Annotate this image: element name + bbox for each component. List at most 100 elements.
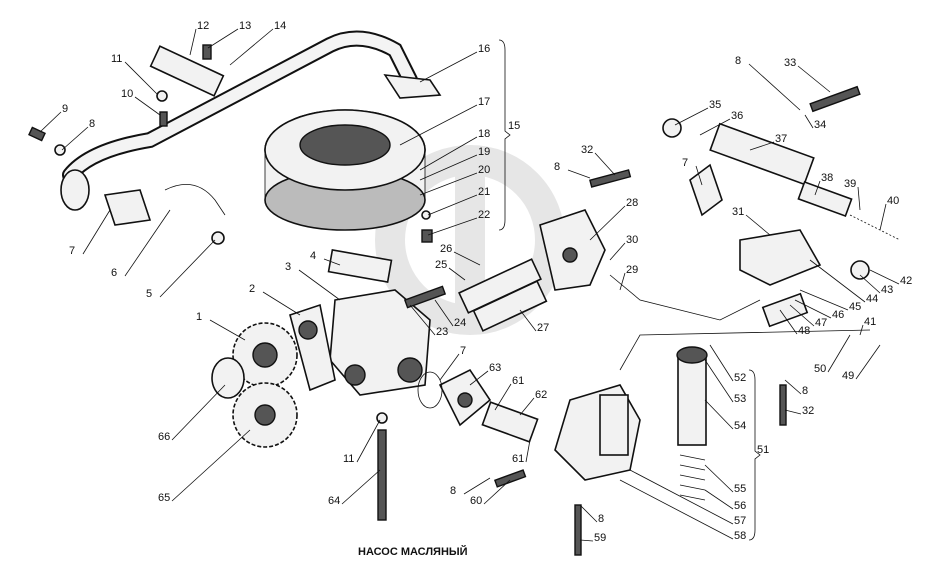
part-number-label: 32 (581, 144, 593, 156)
part-number-label: 1 (196, 311, 202, 323)
leader-line (879, 203, 887, 231)
part-number-label: 26 (440, 243, 452, 255)
leader-line (699, 118, 731, 136)
leader-line (124, 209, 171, 277)
leader-line (124, 61, 159, 96)
part-number-label: 17 (478, 96, 490, 108)
part-number-label: 3 (285, 261, 291, 273)
leader-line (427, 194, 478, 216)
leader-line (609, 242, 626, 261)
leader-line (704, 399, 734, 430)
part-number-label: 21 (478, 186, 490, 198)
part-number-label: 25 (435, 259, 447, 271)
part-number-label: 36 (731, 110, 743, 122)
leader-line (749, 141, 775, 151)
leader-line (356, 419, 381, 463)
leader-line (704, 359, 734, 403)
part-number-label: 8 (554, 161, 560, 173)
part-number-label: 60 (470, 495, 482, 507)
part-number-label: 8 (802, 385, 808, 397)
leader-line (434, 299, 454, 327)
part-number-label: 22 (478, 209, 490, 221)
part-number-label: 33 (784, 57, 796, 69)
group-brace (498, 39, 511, 231)
leader-line (463, 477, 491, 495)
part-number-label: 50 (814, 363, 826, 375)
part-number-label: 37 (775, 133, 787, 145)
part-number-label: 18 (478, 128, 490, 140)
leader-line (323, 258, 341, 266)
part-number-label: 55 (734, 483, 746, 495)
part-number-label: 7 (460, 345, 466, 357)
part-number-label: 14 (274, 20, 286, 32)
leader-line (859, 274, 881, 294)
part-number-label: 8 (89, 118, 95, 130)
part-number-label: 32 (802, 405, 814, 417)
leader-line (39, 111, 62, 133)
part-number-label: 31 (732, 206, 744, 218)
leader-line (857, 186, 861, 211)
leader-line (427, 217, 478, 236)
leader-line (483, 479, 511, 505)
part-number-label: 7 (69, 245, 75, 257)
part-number-label: 40 (887, 195, 899, 207)
leader-line (399, 104, 478, 146)
leader-line (799, 289, 849, 311)
leader-line (695, 165, 703, 186)
leader-line (674, 107, 709, 126)
part-number-label: 12 (197, 20, 209, 32)
diagram-title: НАСОС МАСЛЯНЫЙ (358, 545, 468, 558)
leader-line (341, 469, 381, 505)
leader-line (797, 65, 831, 93)
leader-lines (39, 28, 900, 542)
leader-line (784, 379, 802, 395)
leader-line (794, 299, 832, 319)
part-number-label: 27 (537, 322, 549, 334)
part-number-label: 66 (158, 431, 170, 443)
leader-line (448, 267, 466, 281)
part-number-label: 20 (478, 164, 490, 176)
leader-line (134, 96, 161, 116)
part-number-label: 19 (478, 146, 490, 158)
part-number-label: 61 (512, 453, 524, 465)
leader-line (619, 272, 626, 291)
part-number-label: 13 (239, 20, 251, 32)
part-number-label: 30 (626, 234, 638, 246)
part-number-label: 38 (821, 172, 833, 184)
leader-line (814, 180, 821, 196)
part-number-label: 34 (814, 119, 826, 131)
leader-line (784, 409, 802, 415)
leader-line (61, 126, 89, 151)
part-number-label: 56 (734, 500, 746, 512)
leader-line (525, 439, 531, 463)
part-number-label: 29 (626, 264, 638, 276)
part-number-label: 35 (709, 99, 721, 111)
leader-line (419, 51, 478, 83)
part-number-label: 49 (842, 370, 854, 382)
part-number-label: 52 (734, 372, 746, 384)
part-number-label: 8 (735, 55, 741, 67)
leader-line (748, 63, 801, 111)
part-number-label: 51 (757, 444, 769, 456)
leader-line (629, 469, 734, 525)
part-number-label: 28 (626, 197, 638, 209)
leader-line (207, 28, 239, 49)
leader-line (779, 309, 798, 335)
leader-line (189, 28, 197, 56)
part-number-label: 4 (310, 250, 316, 262)
part-number-label: 44 (866, 293, 878, 305)
part-number-label: 23 (436, 326, 448, 338)
leader-line (594, 152, 616, 176)
leader-line (589, 205, 626, 241)
leader-line (453, 251, 481, 266)
leader-line (409, 304, 436, 336)
part-number-label: 11 (343, 453, 354, 465)
part-number-label: 8 (450, 485, 456, 497)
leader-line (439, 353, 460, 381)
part-number-label: 63 (489, 362, 501, 374)
part-number-label: 53 (734, 393, 746, 405)
part-number-label: 9 (62, 103, 68, 115)
leader-line (262, 291, 301, 316)
